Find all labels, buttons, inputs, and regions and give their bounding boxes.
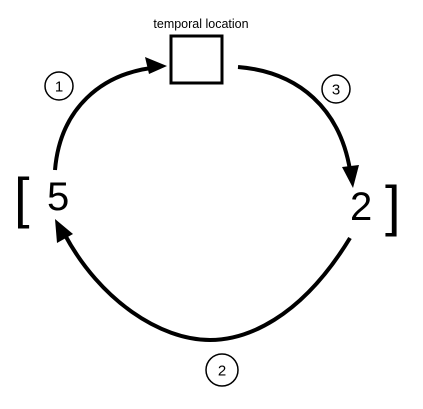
step-circle-1 bbox=[44, 71, 74, 101]
step-circle-3 bbox=[321, 74, 351, 104]
right-bracket: ] bbox=[385, 174, 401, 237]
right-value: 2 bbox=[350, 185, 372, 229]
arrow-right-to-left-head bbox=[55, 219, 73, 243]
step-label-1: 1 bbox=[55, 79, 63, 96]
arrow-right-to-left bbox=[63, 234, 352, 343]
temporal-location-box bbox=[169, 34, 224, 85]
arrow-box-to-right-head bbox=[342, 165, 359, 188]
arrow-box-to-right bbox=[237, 65, 352, 171]
arrow-left-to-box bbox=[53, 65, 161, 171]
left-value: 5 bbox=[47, 175, 69, 219]
arrow-left-to-box-head bbox=[145, 57, 167, 74]
step-circle-2 bbox=[205, 353, 239, 387]
left-bracket: [ bbox=[14, 166, 30, 229]
temporal-location-label: temporal location bbox=[153, 17, 248, 31]
step-label-2: 2 bbox=[218, 363, 226, 380]
step-label-3: 3 bbox=[332, 82, 340, 99]
